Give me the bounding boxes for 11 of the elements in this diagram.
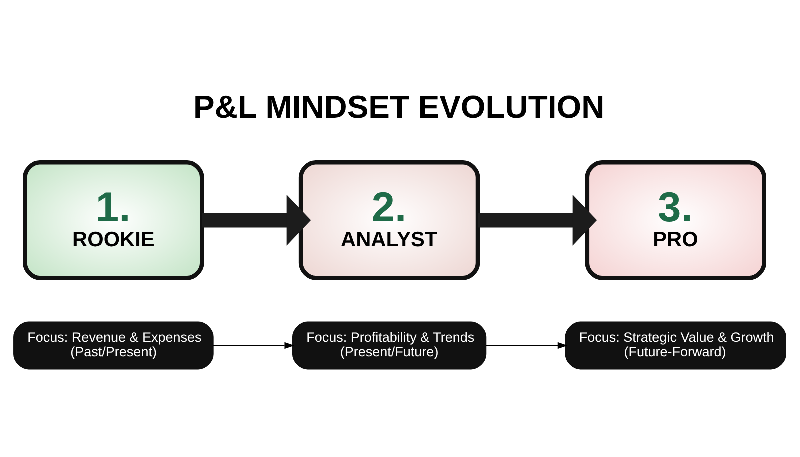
arrow	[213, 342, 295, 349]
node-box: Focus: Profitability & Trends (Present/Future)	[292, 321, 487, 370]
arrow	[486, 342, 568, 349]
diagram-title: P&L MINDSET EVOLUTION	[194, 88, 605, 125]
arrow	[478, 194, 598, 246]
node-box: Focus: Strategic Value & Growth (Future-Forward)	[565, 321, 786, 370]
node-box: 2. ANALYST	[298, 160, 480, 280]
arrow	[202, 194, 312, 246]
node-box: 3. PRO	[585, 160, 766, 280]
node-box: 1. ROOKIE	[23, 160, 204, 280]
node-box: Focus: Revenue & Expenses (Past/Present)	[14, 321, 214, 370]
